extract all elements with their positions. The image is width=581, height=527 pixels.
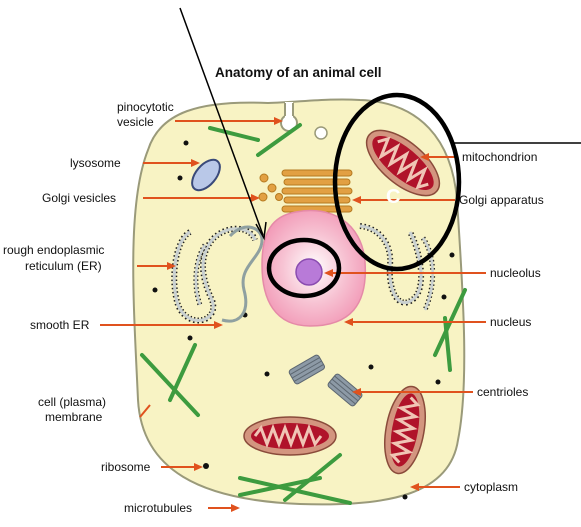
label-golgi-apparatus: Golgi apparatus [459,193,544,207]
diagram-title: Anatomy of an animal cell [215,65,382,80]
label-smooth-er: smooth ER [30,318,90,332]
label-mitochondrion: mitochondrion [462,150,537,164]
golgi-apparatus [282,170,352,212]
nucleolus [296,259,322,285]
label-cytoplasm: cytoplasm [464,480,518,494]
label-pinocytotic-line2: vesicle [117,115,154,129]
overlay-letter: C [386,186,400,208]
mitochondrion-bottom-left [244,417,336,455]
label-centrioles: centrioles [477,385,528,399]
label-pinocytotic-line1: pinocytotic [117,100,174,114]
label-rough-er-line1: rough endoplasmic [3,243,104,257]
label-microtubules: microtubules [124,501,192,515]
label-membrane-line2: membrane [45,410,103,424]
label-ribosome: ribosome [101,460,151,474]
label-golgi-vesicles: Golgi vesicles [42,191,116,205]
label-membrane-line1: cell (plasma) [38,395,106,409]
label-lysosome: lysosome [70,156,121,170]
label-nucleolus: nucleolus [490,266,541,280]
vesicle [315,127,327,139]
label-rough-er-line2: reticulum (ER) [25,259,102,273]
label-nucleus: nucleus [490,315,531,329]
